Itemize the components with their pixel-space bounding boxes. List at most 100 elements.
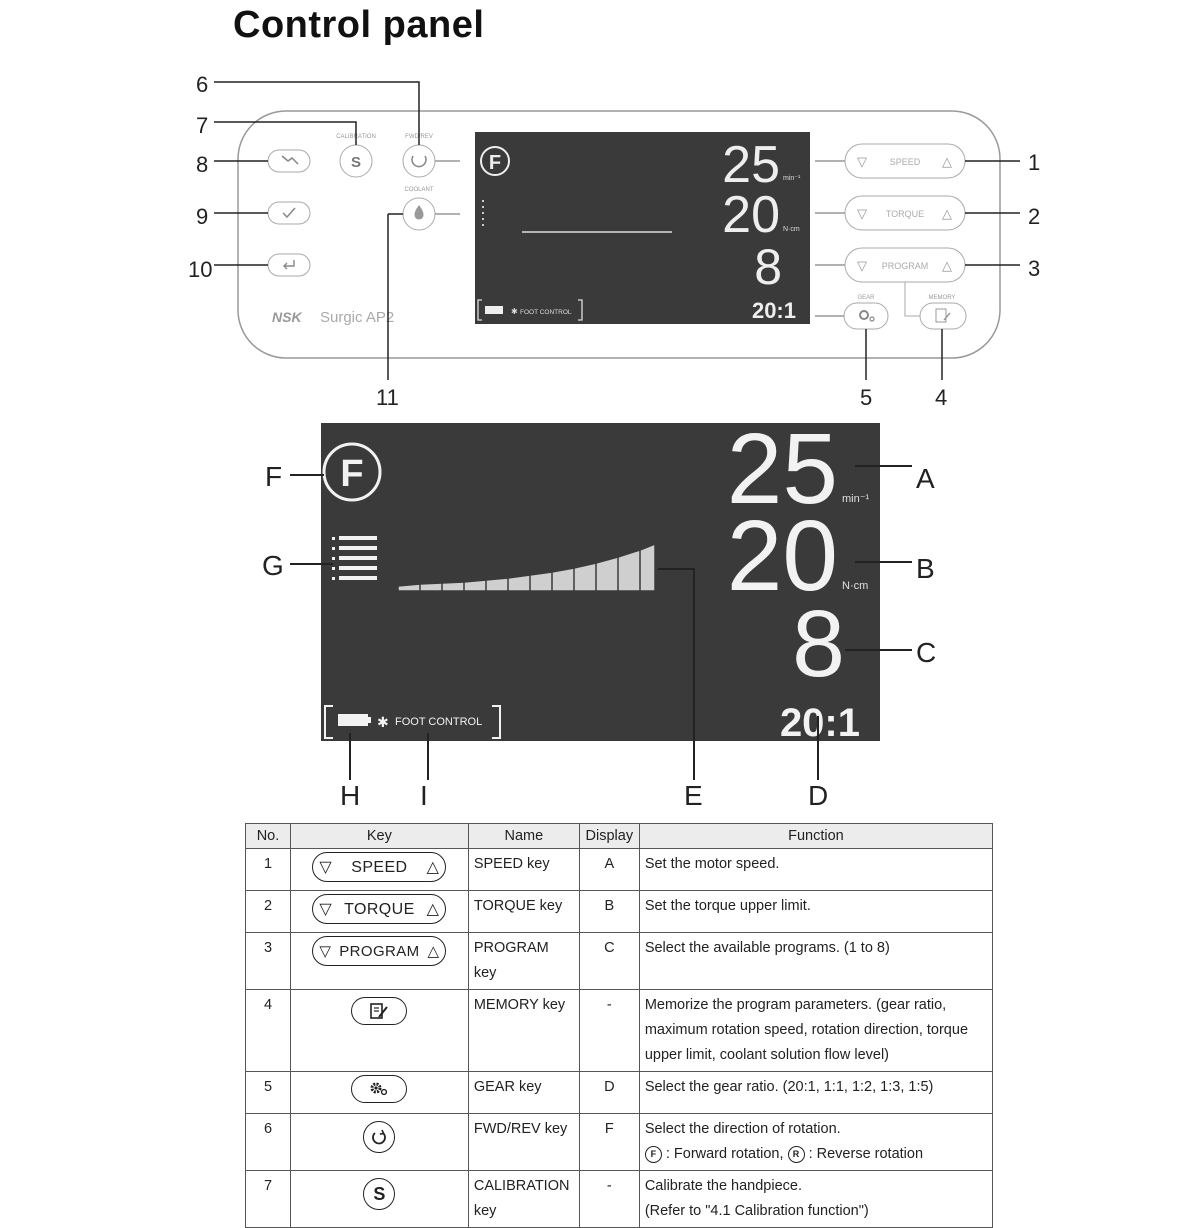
- panel-lcd-torque: 20: [722, 186, 780, 244]
- return-key[interactable]: [267, 253, 311, 277]
- row-function: Calibrate the handpiece. (Refer to "4.1 …: [638, 1170, 994, 1228]
- gear-icon: [351, 1075, 408, 1103]
- gear-key-label: GEAR: [857, 295, 875, 301]
- table-row: 1 ▽SPEED△ SPEED key A Set the motor spee…: [245, 848, 994, 891]
- row-key: [289, 989, 469, 1072]
- row-function: Set the motor speed.: [638, 848, 994, 891]
- lcd-direction: F: [340, 453, 363, 495]
- row-display: F: [578, 1113, 640, 1171]
- panel-lcd-direction: F: [489, 152, 501, 174]
- svg-text:▽: ▽: [857, 154, 867, 169]
- panel-lcd-torque-unit: N·cm: [783, 226, 800, 233]
- row-no: 1: [245, 848, 291, 891]
- forward-glyph: F: [644, 1145, 662, 1163]
- row-display: B: [578, 890, 640, 933]
- panel-brand: NSK Surgic AP2: [272, 309, 394, 326]
- table-row: 4 MEMORY key - Memorize the program para…: [245, 989, 994, 1072]
- label-g: G: [262, 550, 284, 581]
- callout-3: 3: [1028, 256, 1040, 281]
- page-title: Control panel: [233, 4, 485, 46]
- speed-key-illustration: ▽SPEED△: [312, 852, 447, 882]
- lcd-detail-illustration: F 25 min⁻¹ 20 N·cm 8 20:1 ✱ FOOT CONTROL…: [262, 415, 936, 811]
- row-key: S: [289, 1170, 469, 1228]
- callout-1: 1: [1028, 150, 1040, 175]
- coolant-level-indicator: [332, 536, 377, 580]
- callout-5: 5: [860, 385, 872, 410]
- row-display: -: [578, 989, 640, 1072]
- row-function-line2: (Refer to "4.1 Calibration function"): [644, 1203, 869, 1219]
- brand-logo: NSK: [272, 309, 302, 325]
- panel-lcd-level-dots: [482, 200, 484, 226]
- lcd-torque: 20: [727, 500, 838, 612]
- row-display: -: [578, 1170, 640, 1228]
- callout-10: 10: [188, 257, 212, 282]
- row-no: 3: [245, 932, 291, 990]
- svg-text:▽: ▽: [857, 258, 867, 273]
- reverse-text: : Reverse rotation: [808, 1146, 924, 1162]
- row-name: FWD/REV key: [467, 1113, 580, 1171]
- table-header-row: No. Key Name Display Function: [245, 823, 994, 849]
- lcd-speed-unit: min⁻¹: [842, 493, 870, 505]
- program-key-label: PROGRAM: [882, 261, 929, 271]
- lcd-speed: 25: [727, 415, 838, 525]
- memory-icon: [351, 997, 408, 1025]
- row-name: SPEED key: [467, 848, 580, 891]
- memory-key[interactable]: MEMORY: [919, 295, 967, 330]
- panel-lcd-program: 8: [754, 239, 782, 295]
- callout-2: 2: [1028, 204, 1040, 229]
- label-a: A: [916, 463, 935, 494]
- torque-key-label: TORQUE: [886, 209, 924, 219]
- confirm-key[interactable]: [267, 201, 311, 225]
- row-function-line2: F : Forward rotation, R : Reverse rotati…: [644, 1142, 987, 1167]
- program-key-illustration: ▽PROGRAM△: [312, 936, 447, 966]
- control-panel-illustration: CALIBRATION S FWD/REV COOLANT NSK Surgic…: [188, 72, 1040, 410]
- table-row: 7 S CALIBRATION key - Calibrate the hand…: [245, 1170, 994, 1228]
- row-key: [289, 1071, 469, 1114]
- row-name: MEMORY key: [467, 989, 580, 1072]
- torque-key[interactable]: ▽ TORQUE △: [844, 195, 966, 231]
- row-display: A: [578, 848, 640, 891]
- calibration-key-glyph: S: [351, 154, 361, 171]
- svg-text:▽: ▽: [857, 206, 867, 221]
- speed-key-text: SPEED: [351, 858, 408, 876]
- handpiece-key[interactable]: [267, 149, 311, 173]
- rotation-icon: [363, 1121, 396, 1153]
- row-display: C: [578, 932, 640, 990]
- model-name: Surgic AP2: [320, 309, 394, 326]
- row-name: GEAR key: [467, 1071, 580, 1114]
- calibration-icon: S: [363, 1178, 396, 1210]
- label-h: H: [340, 780, 360, 811]
- row-display: D: [578, 1071, 640, 1114]
- speed-key-label: SPEED: [890, 157, 921, 167]
- header-display: Display: [578, 823, 640, 849]
- speed-key[interactable]: ▽ SPEED △: [844, 143, 966, 179]
- row-no: 4: [245, 989, 291, 1072]
- key-function-table: No. Key Name Display Function 1 ▽SPEED△ …: [245, 823, 994, 1228]
- label-c: C: [916, 637, 936, 668]
- torque-key-text: TORQUE: [344, 900, 415, 918]
- label-i: I: [420, 780, 428, 811]
- svg-text:△: △: [942, 154, 952, 169]
- memory-key-label: MEMORY: [929, 295, 956, 301]
- row-key: [289, 1113, 469, 1171]
- speed-bar-graph: [397, 542, 656, 592]
- program-key[interactable]: ▽ PROGRAM △: [844, 247, 966, 283]
- callout-9: 9: [196, 204, 208, 229]
- table-row: 5 GEAR key D Select the gear ratio. (20:…: [245, 1071, 994, 1114]
- callout-11: 11: [376, 385, 399, 410]
- header-name: Name: [467, 823, 580, 849]
- row-no: 6: [245, 1113, 291, 1171]
- label-d: D: [808, 780, 828, 811]
- row-function: Select the direction of rotation. F : Fo…: [638, 1113, 994, 1171]
- callout-4: 4: [935, 385, 947, 410]
- bluetooth-icon: ✱: [377, 714, 389, 730]
- row-key: ▽SPEED△: [289, 848, 469, 891]
- row-function: Select the available programs. (1 to 8): [638, 932, 994, 990]
- row-key: ▽PROGRAM△: [289, 932, 469, 990]
- reverse-glyph: R: [787, 1145, 805, 1163]
- callout-7: 7: [196, 113, 208, 138]
- callout-8: 8: [196, 152, 208, 177]
- row-name: TORQUE key: [467, 890, 580, 933]
- svg-text:✱: ✱: [511, 307, 518, 316]
- panel-lcd-speed: 25: [722, 136, 780, 194]
